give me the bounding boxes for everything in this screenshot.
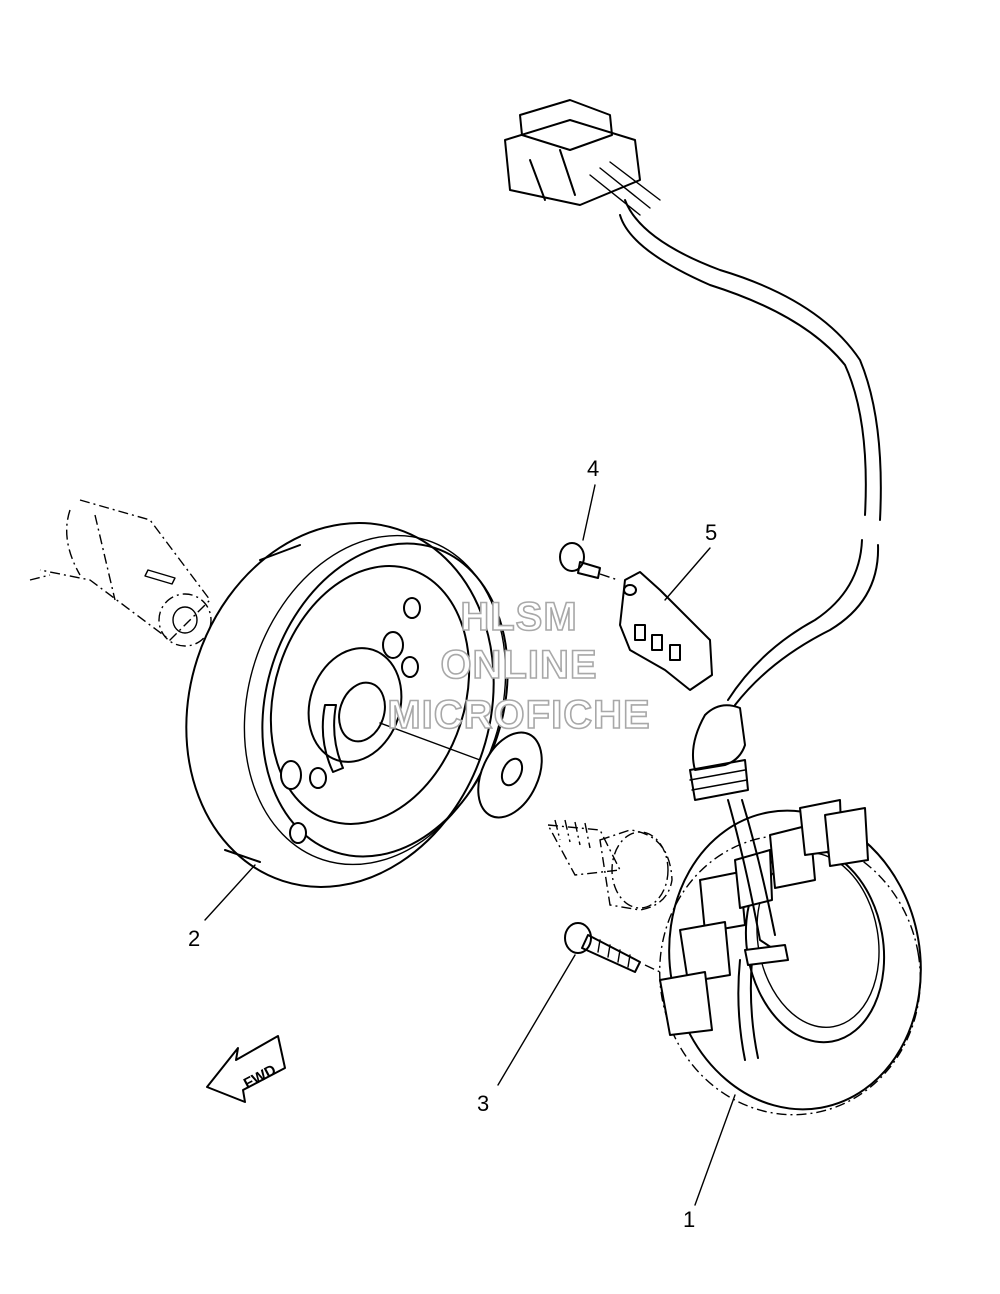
flywheel-bolt — [546, 819, 673, 911]
watermark-line-1: HLSM — [460, 595, 577, 639]
watermark-line-2: ONLINE — [440, 643, 597, 687]
wiring-harness — [504, 99, 882, 1061]
flywheel-rotor — [185, 522, 509, 888]
stator-assembly — [658, 799, 922, 1116]
screw-item-3 — [564, 922, 661, 973]
fwd-arrow-icon: FWD — [206, 1035, 286, 1103]
callout-5: 5 — [705, 520, 717, 545]
screw-item-4 — [559, 542, 619, 581]
clamp-item-5 — [619, 571, 713, 691]
callout-3: 3 — [477, 1091, 489, 1116]
leader-lines — [204, 484, 736, 1206]
watermark: HLSM ONLINE MICROFICHE — [387, 594, 651, 738]
callout-4: 4 — [587, 456, 599, 481]
crankshaft-end — [29, 499, 212, 647]
hub-leader-line — [379, 722, 481, 761]
watermark-line-3: MICROFICHE — [387, 693, 650, 737]
callout-1: 1 — [683, 1207, 695, 1232]
callout-2: 2 — [188, 926, 200, 951]
washer — [477, 731, 543, 819]
